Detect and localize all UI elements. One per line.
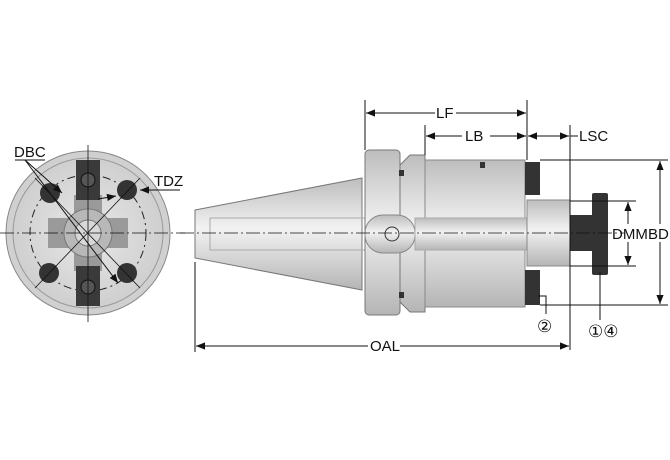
lsc-label: LSC — [579, 128, 608, 145]
tdz-label: TDZ — [154, 173, 183, 190]
clamp-ring-bottom — [525, 270, 540, 305]
dbc-label: DBC — [14, 144, 46, 161]
dimensions — [194, 100, 668, 352]
bd-label: BD — [648, 226, 669, 243]
lb-label: LB — [465, 128, 483, 145]
oal-label: OAL — [370, 338, 400, 355]
lf-label: LF — [436, 105, 454, 122]
screw-flange — [592, 193, 608, 275]
front-view: DBC TDZ — [0, 144, 185, 322]
side-view — [180, 149, 625, 316]
callout-2: ② — [537, 317, 552, 337]
bolt-hole — [117, 263, 137, 283]
callout-1-4: ①④ — [588, 322, 618, 342]
bolt-hole — [117, 180, 137, 200]
dmm-label: DMM — [612, 226, 648, 243]
clamp-ring-top — [525, 162, 540, 195]
